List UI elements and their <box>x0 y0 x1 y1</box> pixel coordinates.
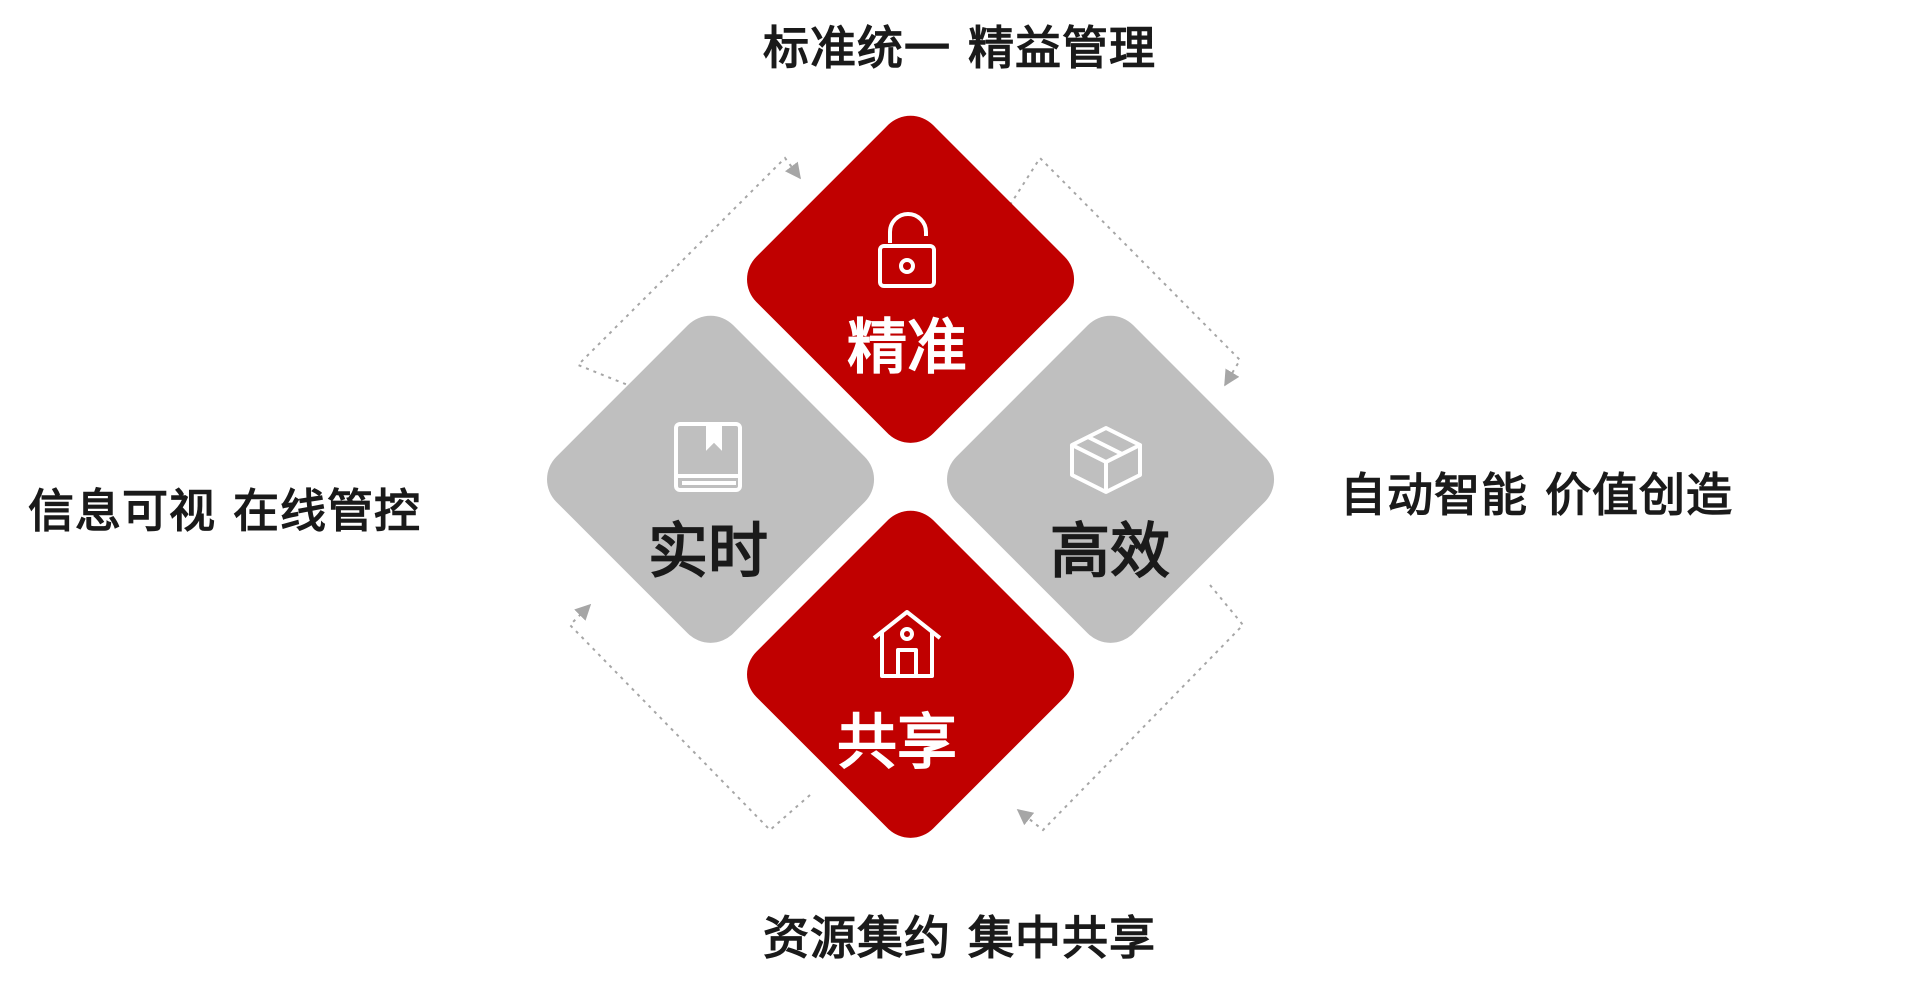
box-icon <box>1070 426 1142 494</box>
diamond-precise <box>747 115 1075 443</box>
diamond-realtime <box>547 315 875 643</box>
diamond-efficient-shape <box>947 315 1275 643</box>
label-precise: 精准 <box>847 313 967 383</box>
label-shared: 共享 <box>837 708 957 778</box>
house-icon <box>872 610 942 678</box>
caption-left: 信息可视 在线管控 <box>28 484 422 538</box>
book-icon <box>674 422 742 492</box>
connector-bottom-right <box>1016 584 1245 832</box>
diamond-efficient <box>947 315 1275 643</box>
connector-top-right <box>1009 156 1242 387</box>
caption-right: 自动智能 价值创造 <box>1340 468 1734 522</box>
connector-bottom-left <box>568 603 811 832</box>
label-efficient: 高效 <box>1050 517 1170 587</box>
caption-bottom: 资源集约 集中共享 <box>762 911 1156 965</box>
label-realtime: 实时 <box>648 517 768 587</box>
unlock-icon <box>878 212 936 288</box>
diamond-precise-shape <box>747 115 1075 443</box>
caption-top: 标准统一 精益管理 <box>762 21 1156 75</box>
diamond-realtime-shape <box>547 315 875 643</box>
